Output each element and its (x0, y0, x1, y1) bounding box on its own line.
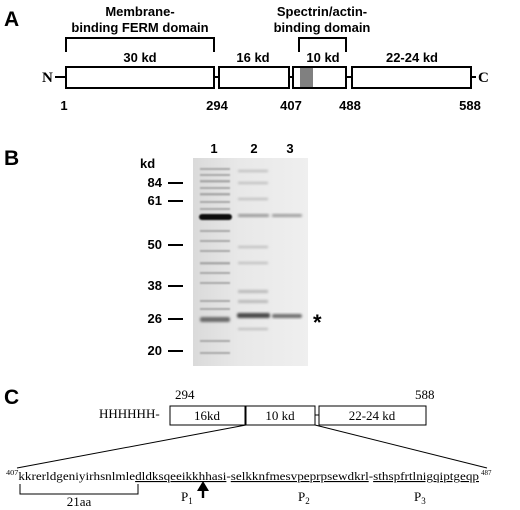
gel-image (193, 158, 308, 366)
panel-b: B kd 1 2 3 (4, 141, 322, 366)
position-294: 294 (206, 98, 228, 113)
bracket-21aa-label: 21aa (67, 494, 92, 509)
position-588: 588 (459, 98, 481, 113)
seq-dash-1: - (226, 471, 231, 483)
zoom-line-right (314, 424, 488, 469)
marker-20-label: 20 (148, 343, 162, 358)
kd-label: kd (140, 156, 155, 171)
seq-segment-p2: selkknfmesvpeprpsewdkrl (231, 471, 369, 483)
lane-label-3: 3 (286, 141, 293, 156)
panel-a: A Membrane- binding FERM domain Spectrin… (4, 4, 489, 113)
cleavage-arrow-icon (197, 481, 209, 498)
marker-26-label: 26 (148, 311, 162, 326)
spectrin-domain-label-line2: binding domain (274, 20, 371, 35)
seq-end-number: 487 (481, 469, 492, 477)
molecular-weight-markers: 84 61 50 38 26 20 (148, 175, 183, 358)
segment-label-16kd: 16 kd (236, 50, 269, 65)
lane-1-bands (200, 168, 230, 354)
construct-label-10kd: 10 kd (265, 408, 295, 423)
peptide-label-p2-sub: 2 (305, 496, 310, 506)
panel-b-letter: B (4, 147, 19, 170)
lane-label-2: 2 (250, 141, 257, 156)
position-488: 488 (339, 98, 361, 113)
lane-2-bands (238, 170, 268, 330)
asterisk-marker: * (313, 310, 322, 335)
spectrin-domain-bracket (298, 37, 347, 52)
seq-dash-2: - (369, 471, 374, 483)
seq-start-number: 407 (6, 469, 19, 477)
membrane-domain-bracket (65, 37, 215, 52)
peptide-label-p2-letter: P (298, 489, 305, 504)
membrane-domain-label-line1: Membrane- (105, 4, 174, 19)
lane-3-band-61 (272, 214, 302, 217)
lane-2-band-26 (237, 313, 270, 318)
his-tag-label: HHHHHH- (99, 406, 160, 421)
seq-segment-plain: kkrerldgeniyirhsnlmle (18, 471, 135, 483)
start-position: 294 (175, 387, 195, 402)
position-407: 407 (280, 98, 302, 113)
membrane-domain-label-line2: binding FERM domain (71, 20, 208, 35)
lane-label-1: 1 (210, 141, 217, 156)
segment-box-22-24kd (351, 66, 472, 89)
panel-c-letter: C (4, 386, 19, 409)
peptide-label-p1-letter: P (181, 489, 188, 504)
segment-shaded-region (300, 68, 313, 87)
segment-box-30kd (65, 66, 215, 89)
segment-box-16kd (218, 66, 290, 89)
construct-box-16kd (169, 405, 246, 426)
segment-label-30kd: 30 kd (123, 50, 156, 65)
n-terminus-label: N (42, 70, 53, 86)
lane-1-major-band (199, 214, 232, 220)
panel-a-letter: A (4, 8, 19, 31)
seq-segment-p1: khhasi (192, 471, 226, 483)
peptide-label-p3-sub: 3 (421, 496, 426, 506)
segment-label-22-24kd: 22-24 kd (386, 50, 438, 65)
lane-2-band-61 (238, 214, 269, 217)
peptide-label-p1: P1 (181, 489, 193, 506)
peptide-label-p2: P2 (298, 489, 310, 506)
construct-label-22-24kd: 22-24 kd (349, 408, 396, 423)
spectrin-domain-label-line1: Spectrin/actin- (277, 4, 367, 19)
position-1: 1 (60, 98, 67, 113)
marker-50-label: 50 (148, 237, 162, 252)
bracket-21aa (19, 484, 139, 495)
marker-84-label: 84 (148, 175, 163, 190)
seq-segment-d: dldksqeeik (135, 471, 192, 483)
c-terminus-label: C (478, 70, 489, 86)
panel-c: C 294 588 HHHHHH- 16kd 10 kd 22-24 kd 40… (4, 386, 492, 509)
construct-label-16kd: 16kd (194, 408, 221, 423)
marker-38-label: 38 (148, 278, 162, 293)
marker-61-label: 61 (148, 193, 162, 208)
lane-1-band-26 (200, 317, 230, 322)
peptide-label-p3-letter: P (414, 489, 421, 504)
lane-3-band-26 (272, 314, 302, 318)
segment-label-10kd: 10 kd (306, 50, 339, 65)
peptide-label-p3: P3 (414, 489, 426, 506)
peptide-label-p1-sub: 1 (188, 496, 193, 506)
end-position: 588 (415, 387, 435, 402)
zoom-line-left (16, 424, 247, 469)
seq-segment-p3: sthspfrtlnigqiptgeqp (373, 471, 479, 483)
